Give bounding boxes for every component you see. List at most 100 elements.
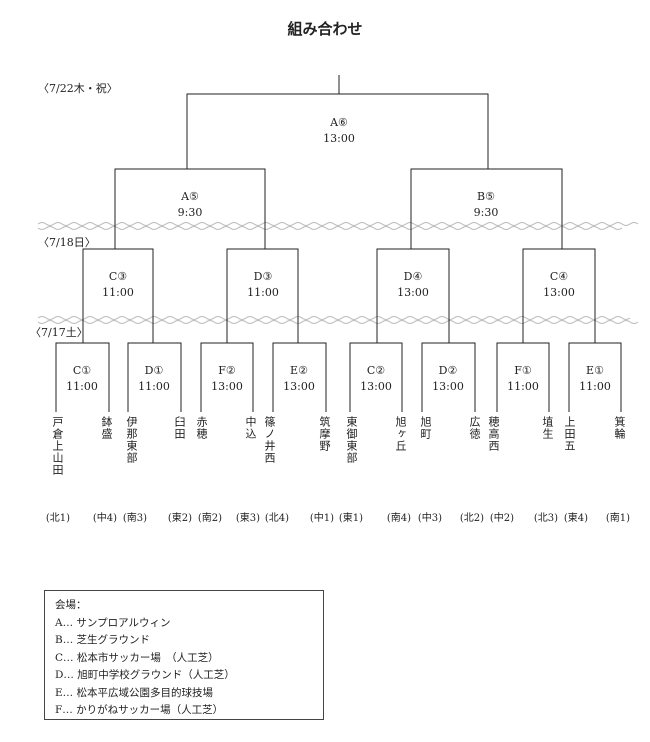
team-name: 埴生	[541, 416, 554, 440]
match-label-qf3: D④ 13:00	[383, 269, 443, 301]
match-time: 11:00	[138, 380, 170, 393]
team-region: (東1)	[338, 513, 364, 524]
final-match-line	[186, 75, 489, 169]
match-venue: F①	[514, 364, 532, 377]
date-label-final: 〈7/22木・祝〉	[38, 82, 118, 95]
r1-3-line	[200, 342, 254, 412]
legend-item: E… 松本平広域公園多目的球技場	[55, 686, 214, 699]
team-name: 中込	[244, 416, 257, 440]
match-time: 13:00	[211, 380, 243, 393]
team-region: (中2)	[489, 513, 515, 524]
team-region: (中4)	[92, 513, 118, 524]
match-label-r1-5: C② 13:00	[346, 363, 406, 395]
match-label-qf4: C④ 13:00	[529, 269, 589, 301]
team-region: (中3)	[417, 513, 443, 524]
team-name: 戸倉上山田	[51, 416, 64, 476]
team-region: (東2)	[167, 513, 193, 524]
match-time: 11:00	[102, 286, 134, 299]
bracket-lines	[55, 75, 622, 412]
match-venue: C④	[549, 270, 569, 283]
separator-wave-day1	[37, 316, 631, 320]
match-label-r1-3: F② 13:00	[197, 363, 257, 395]
team-name: 旭町	[419, 416, 432, 440]
team-region: (北3)	[533, 513, 559, 524]
team-region: (北1)	[45, 513, 71, 524]
match-label-final: A⑥ 13:00	[309, 115, 369, 147]
team-name: 箕輪	[613, 416, 626, 440]
semi-right-line	[410, 168, 563, 249]
match-label-semi-left: A⑤ 9:30	[160, 189, 220, 221]
date-separator-lines	[37, 222, 639, 324]
team-name: 鉢盛	[100, 416, 113, 440]
legend-item: D… 旭町中学校グラウンド（人工芝）	[55, 669, 235, 681]
team-name: 穂高西	[487, 416, 500, 452]
match-label-r1-2: D① 11:00	[124, 363, 184, 395]
team-region: (南4)	[386, 513, 412, 524]
r1-2-line	[127, 342, 182, 412]
qf3-line	[376, 248, 450, 343]
team-name: 旭ヶ丘	[394, 416, 407, 452]
match-time: 13:00	[543, 286, 575, 299]
team-region: (南2)	[197, 513, 223, 524]
legend-item: C… 松本市サッカー場 （人工芝）	[55, 651, 219, 664]
match-time: 11:00	[66, 380, 98, 393]
match-time: 9:30	[473, 206, 499, 219]
team-region: (北4)	[264, 513, 290, 524]
semi-left-line	[114, 168, 266, 249]
r1-4-line	[272, 342, 327, 412]
team-name: 臼田	[173, 416, 186, 440]
date-label-day2: 〈7/18日〉	[38, 236, 96, 249]
r1-7-line	[496, 342, 550, 412]
match-venue: E②	[290, 364, 308, 377]
match-venue: A⑥	[330, 116, 348, 129]
qf1-line	[82, 248, 154, 343]
r1-1-line	[55, 342, 110, 412]
venue-legend: 会場： A… サンプロアルウィン B… 芝生グラウンド C… 松本市サッカー場 …	[44, 590, 324, 720]
team-name: 上田五	[563, 416, 576, 452]
team-region: (東4)	[563, 513, 589, 524]
qf4-line	[522, 248, 596, 343]
match-venue: F②	[218, 364, 236, 377]
match-venue: D③	[253, 270, 273, 283]
qf2-line	[226, 248, 299, 343]
match-venue: E①	[586, 364, 604, 377]
team-region: (北2)	[459, 513, 485, 524]
match-time: 11:00	[247, 286, 279, 299]
separator-wave-day1b	[37, 320, 639, 324]
team-name: 筑摩野	[318, 416, 331, 452]
match-venue: D②	[438, 364, 458, 377]
match-time: 13:00	[432, 380, 464, 393]
legend-item: F… かりがねサッカー場（人工芝）	[55, 704, 224, 716]
match-label-qf1: C③ 11:00	[88, 269, 148, 301]
team-name: 赤穂	[195, 416, 208, 440]
match-venue: B⑤	[477, 190, 495, 203]
match-label-r1-8: E① 11:00	[565, 363, 625, 395]
team-name: 東御東部	[345, 416, 358, 464]
legend-item: A… サンプロアルウィン	[55, 616, 171, 629]
match-time: 13:00	[283, 380, 315, 393]
page-title: 組み合わせ	[287, 20, 363, 38]
team-name: 広徳	[468, 416, 481, 440]
match-venue: D①	[144, 364, 164, 377]
team-name: 伊那東部	[125, 416, 138, 464]
match-venue: D④	[403, 270, 423, 283]
r1-6-line	[421, 342, 476, 412]
match-time: 11:00	[507, 380, 539, 393]
team-region: (南1)	[605, 513, 631, 524]
team-region: (南3)	[122, 513, 148, 524]
separator-wave-day2b	[37, 226, 623, 230]
match-label-r1-7: F① 11:00	[493, 363, 553, 395]
match-time: 13:00	[360, 380, 392, 393]
match-venue: C②	[366, 364, 386, 377]
match-label-r1-6: D② 13:00	[418, 363, 478, 395]
match-label-qf2: D③ 11:00	[233, 269, 293, 301]
match-venue: C①	[72, 364, 92, 377]
match-label-semi-right: B⑤ 9:30	[456, 189, 516, 221]
r1-5-line	[349, 342, 403, 412]
match-label-r1-1: C① 11:00	[52, 363, 112, 395]
match-venue: C③	[108, 270, 128, 283]
legend-heading: 会場：	[55, 599, 87, 611]
match-label-r1-4: E② 13:00	[269, 363, 329, 395]
date-label-day1: 〈7/17土〉	[30, 326, 88, 339]
